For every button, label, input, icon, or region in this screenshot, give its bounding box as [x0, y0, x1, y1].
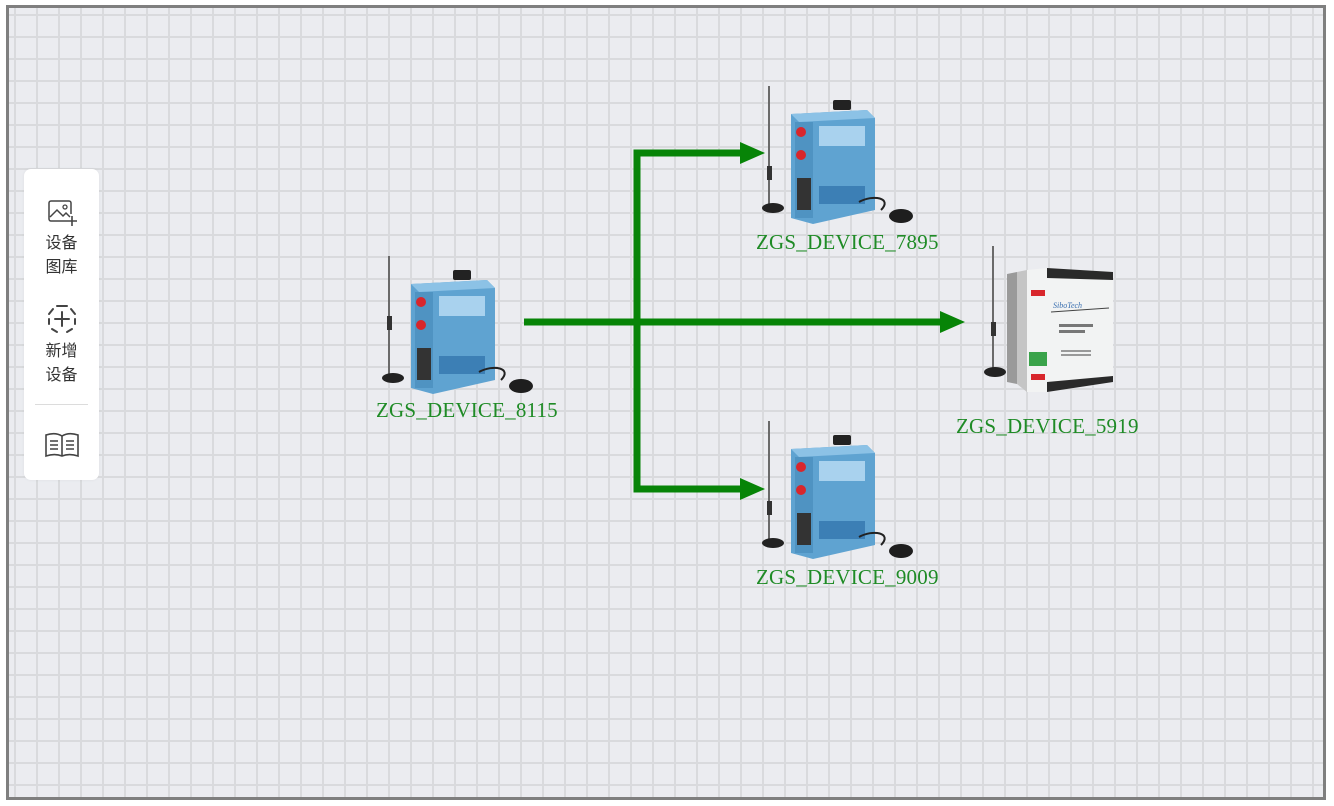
device-node-8115[interactable]: [375, 252, 535, 402]
book-icon: [44, 432, 79, 458]
toolbar-divider: [35, 404, 88, 405]
brand-text: SiboTech: [1053, 301, 1082, 310]
device-label-5919[interactable]: ZGS_DEVICE_5919: [956, 414, 1139, 438]
device-label-9009[interactable]: ZGS_DEVICE_9009: [756, 565, 939, 589]
din-gateway-image: [762, 421, 913, 559]
edge-8115-to-7895[interactable]: [524, 149, 744, 326]
add-device-button[interactable]: 新增设备: [24, 303, 99, 387]
manual-button[interactable]: [24, 432, 99, 458]
device-label-8115[interactable]: ZGS_DEVICE_8115: [376, 398, 558, 422]
toolbar-panel: 设备图库 新增设备: [24, 169, 99, 480]
image-add-icon: [47, 200, 77, 226]
topology-canvas[interactable]: ZGS_DEVICE_8115 ZGS_DEVICE_7895: [6, 5, 1326, 800]
device-node-9009[interactable]: [755, 417, 915, 567]
arrowhead-5919: [940, 311, 965, 333]
device-node-5919[interactable]: SiboTech: [975, 242, 1115, 392]
sibotech-chassis-image: SiboTech: [984, 246, 1113, 392]
arrowhead-9009: [740, 478, 765, 500]
din-gateway-image: [382, 256, 533, 394]
connection-layer: [524, 142, 965, 500]
din-gateway-image: [762, 86, 913, 224]
device-label-7895[interactable]: ZGS_DEVICE_7895: [756, 230, 939, 254]
device-library-label: 设备图库: [45, 233, 78, 276]
device-node-7895[interactable]: [755, 82, 915, 232]
device-library-button[interactable]: 设备图库: [24, 199, 99, 279]
edge-8115-to-9009[interactable]: [633, 322, 744, 493]
add-circle-icon: [47, 305, 76, 333]
arrowhead-7895: [740, 142, 765, 164]
add-device-label: 新增设备: [45, 341, 78, 384]
